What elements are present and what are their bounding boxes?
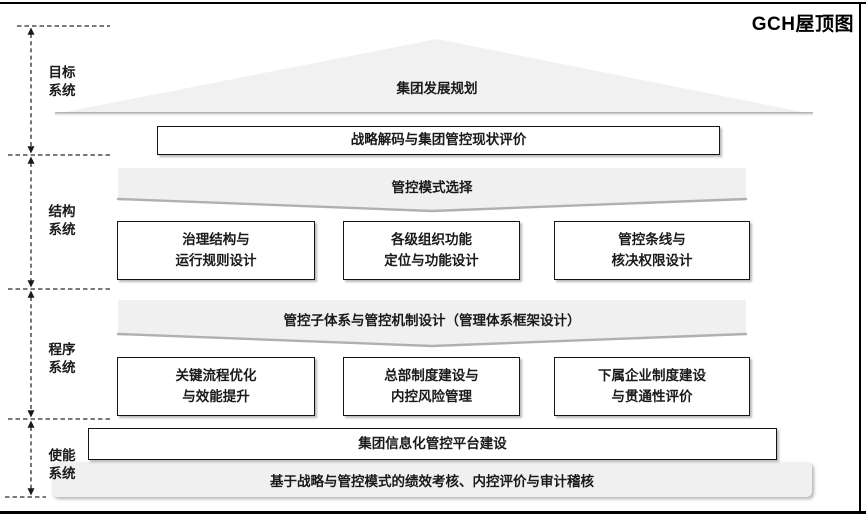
page-title: GCH屋顶图 [751,14,854,35]
rail-label-enable-system: 使能 系统 [48,448,76,482]
rail-label-procedure-system: 程序 系统 [48,342,76,376]
process-optimization-box: 关键流程优化 与效能提升 [117,357,315,416]
rail-label-structure-system: 结构 系统 [48,204,76,238]
frame-top-line [0,2,866,4]
procedure-banner-label: 管控子体系与管控机制设计（管理体系框架设计） [283,313,581,328]
control-lines-box: 管控条线与 核决权限设计 [554,221,750,280]
roof-base-edge [55,112,813,117]
info-platform-box: 集团信息化管控平台建设 [88,428,777,460]
strategy-decode-box: 战略解码与集团管控现状评价 [157,126,720,155]
structure-banner-label: 管控模式选择 [391,180,473,195]
org-function-box: 各级组织功能 定位与功能设计 [343,221,520,280]
structure-banner-edge [116,197,748,213]
assessment-bar: 基于战略与管控模式的绩效考核、内控评价与审计稽核 [52,462,812,497]
roof-label: 集团发展规划 [396,81,478,96]
hq-system-box: 总部制度建设与 内控风险管理 [343,357,520,416]
subsidiary-system-box: 下属企业制度建设 与贯通性评价 [554,357,750,416]
rail-label-goal-system: 目标 系统 [48,65,76,99]
frame-bottom-line [0,511,866,514]
frame-right-line [859,2,861,512]
procedure-banner-edge [116,332,748,348]
governance-structure-box: 治理结构与 运行规则设计 [117,221,315,280]
